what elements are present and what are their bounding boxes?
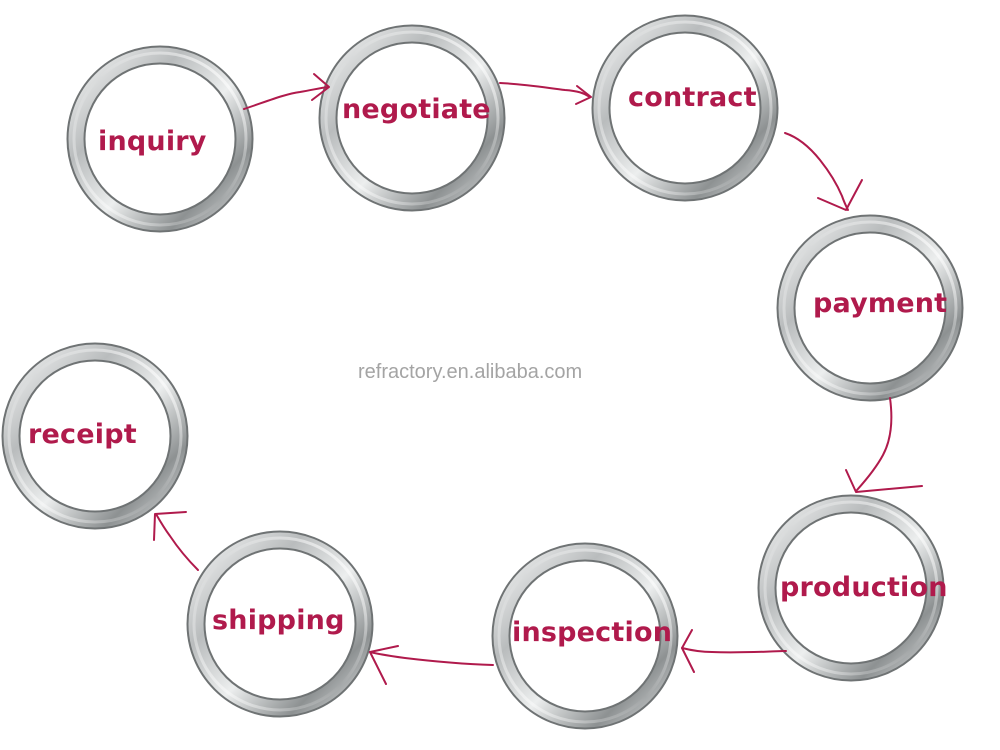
arrow-shipping-to-receipt [154, 512, 198, 570]
label-negotiate: negotiate [342, 94, 491, 125]
arrow-negotiate-to-contract [500, 83, 591, 104]
label-shipping: shipping [212, 605, 345, 636]
watermark-text: refractory.en.alibaba.com [358, 361, 582, 384]
label-inquiry: inquiry [98, 126, 207, 157]
arrow-production-to-inspection [682, 630, 786, 672]
arrow-inquiry-to-negotiate [244, 74, 329, 109]
arrow-inspection-to-shipping [370, 646, 493, 684]
label-production: production [780, 572, 948, 603]
label-inspection: inspection [512, 617, 672, 648]
arrow-contract-to-payment [785, 133, 862, 210]
label-payment: payment [813, 288, 947, 319]
label-contract: contract [628, 82, 757, 113]
arrow-payment-to-production [846, 398, 922, 492]
label-receipt: receipt [28, 419, 137, 450]
